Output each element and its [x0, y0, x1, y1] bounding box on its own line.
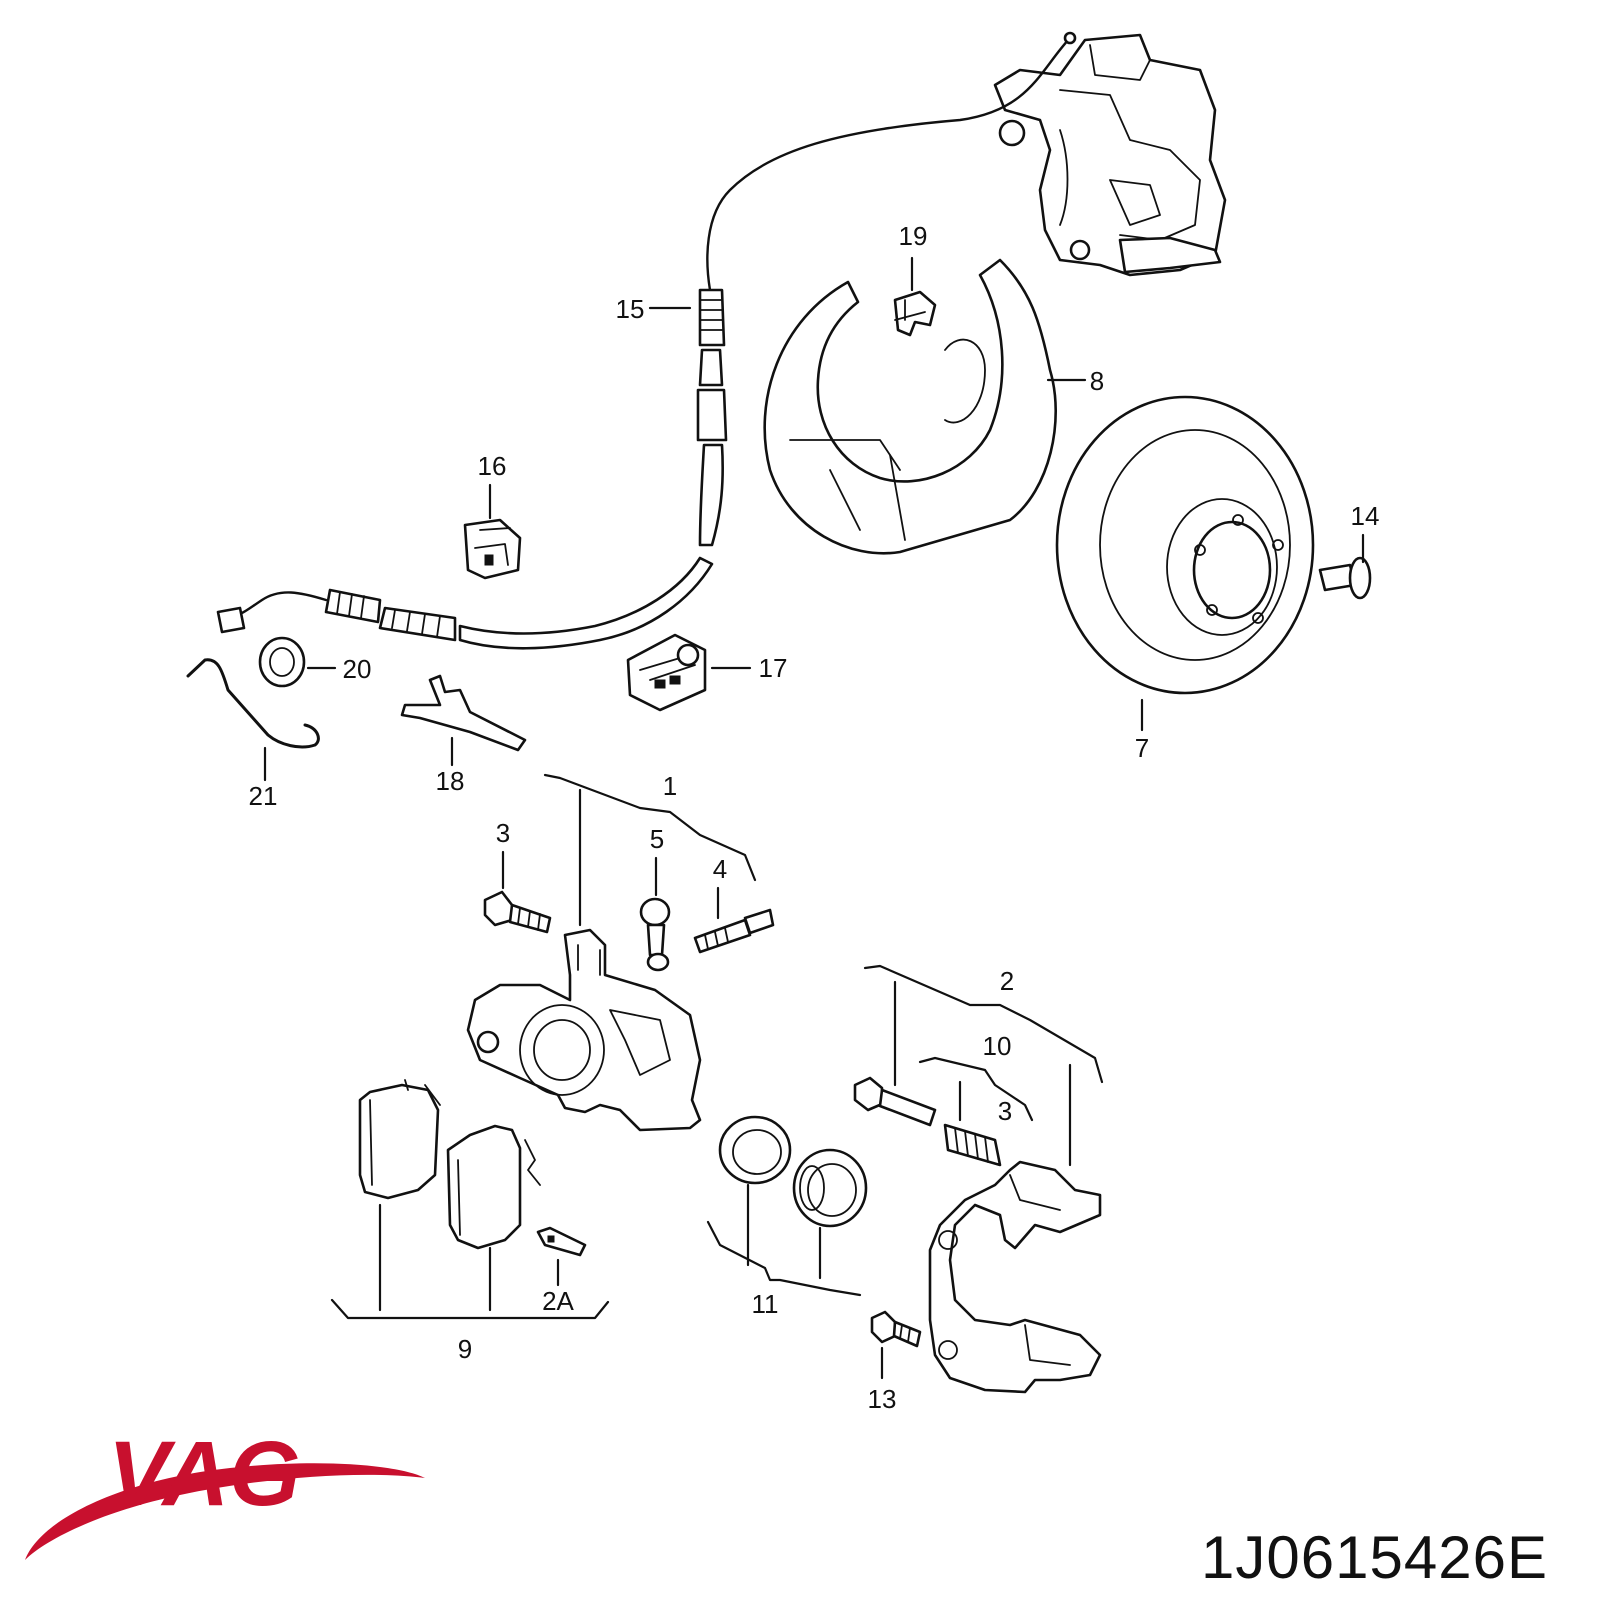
anti-rattle-spring — [536, 1226, 587, 1257]
leader-lines — [263, 256, 1365, 1380]
vag-logo: VAG — [25, 1423, 425, 1560]
logo-swoosh — [25, 1463, 425, 1560]
brake-disc — [1055, 395, 1315, 695]
disc-screw — [1318, 556, 1372, 600]
callout-20: 20 — [343, 654, 372, 684]
spring-clip — [186, 658, 320, 749]
callout-labels: 15 19 8 16 14 17 20 21 18 7 1 3 5 4 2 10… — [249, 221, 1380, 1414]
carrier-bolt — [870, 1310, 922, 1348]
callout-15: 15 — [616, 294, 645, 324]
brake-pads — [358, 1079, 541, 1250]
callout-9: 9 — [458, 1334, 472, 1364]
callout-5: 5 — [650, 824, 664, 854]
callout-2A: 2A — [542, 1286, 574, 1316]
caliper-top-right — [993, 33, 1227, 277]
callout-17: 17 — [759, 653, 788, 683]
callout-19: 19 — [899, 221, 928, 251]
callout-2: 2 — [1000, 966, 1014, 996]
cable-bracket — [463, 518, 522, 580]
guide-pin — [693, 908, 775, 954]
callout-7: 7 — [1135, 733, 1149, 763]
sensor-holder — [626, 633, 707, 712]
retaining-strip — [400, 674, 527, 752]
retaining-clip — [893, 290, 937, 337]
bleed-valve — [639, 897, 671, 972]
handbrake-cable — [216, 31, 1077, 650]
splash-shield — [763, 258, 1057, 555]
callout-16: 16 — [478, 451, 507, 481]
callout-14: 14 — [1351, 501, 1380, 531]
seal-and-piston — [718, 1115, 868, 1228]
callout-8: 8 — [1090, 366, 1104, 396]
callout-3-lower: 3 — [998, 1096, 1012, 1126]
part-number: 1J0615426E — [1201, 1524, 1548, 1591]
callout-13: 13 — [868, 1384, 897, 1414]
grommet — [258, 636, 306, 688]
brake-caliper — [466, 928, 702, 1132]
caliper-carrier — [928, 1160, 1102, 1394]
guide-bolt-upper — [483, 890, 552, 934]
logo-text: VAG — [108, 1423, 301, 1525]
callout-11: 11 — [752, 1289, 779, 1319]
callout-18: 18 — [436, 766, 465, 796]
callout-1: 1 — [663, 771, 677, 801]
guide-bolt-and-sleeve — [853, 1076, 1002, 1167]
callout-21: 21 — [249, 781, 278, 811]
callout-3-upper: 3 — [496, 818, 510, 848]
callout-4: 4 — [713, 854, 727, 884]
callout-10: 10 — [983, 1031, 1012, 1061]
